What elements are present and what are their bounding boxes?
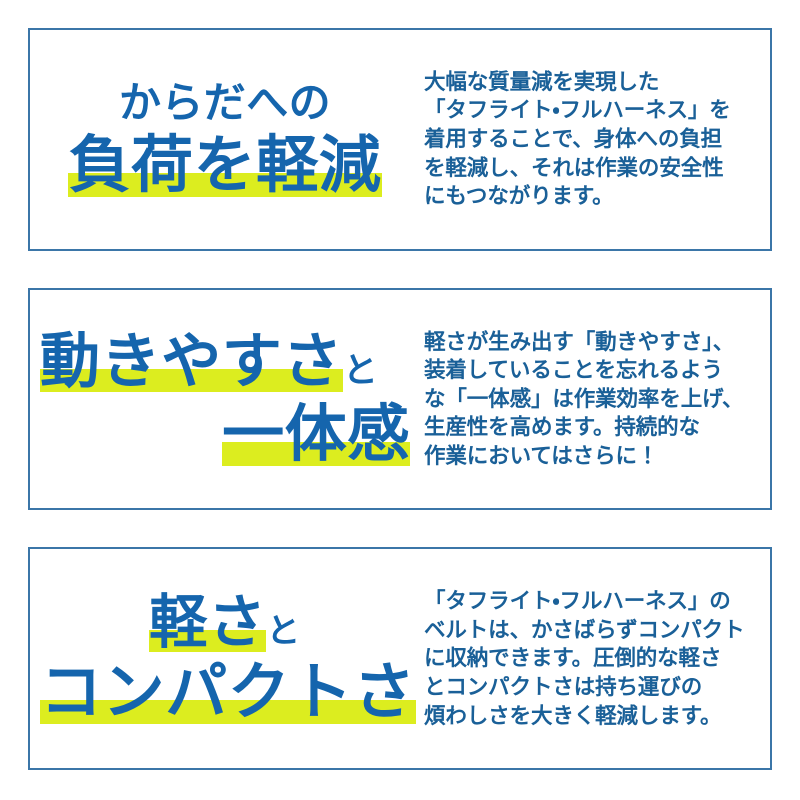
- highlight-bar: [68, 173, 382, 197]
- feature-card-light-compact: 軽さ と コンパクトさ 「タフライト・フルハーネス」の ベルトは、かさばらずコン…: [28, 547, 772, 771]
- body-line: 着用することで、身体への負担: [424, 127, 722, 152]
- body-line: な「一体感」は作業効率を上げ、: [424, 386, 744, 411]
- headline-block: 動きやすさ と 一体感: [30, 290, 416, 509]
- headline-line-1-text: 軽さ: [149, 589, 267, 655]
- highlight-bar: [40, 700, 416, 724]
- headline-line-2: コンパクトさ: [40, 661, 416, 724]
- headline-line-2-text: 一体感: [222, 400, 410, 469]
- body-line: 装着していることを忘れるよう: [424, 358, 723, 383]
- body-line: 「タフライト・フルハーネス」の: [424, 589, 731, 614]
- body-line: にもつながります。: [424, 184, 614, 209]
- body-text-block: 軽さが生み出す「動きやすさ」、 装着していることを忘れるよう な「一体感」は作業…: [416, 290, 770, 509]
- headline-line-1-particle: と: [266, 612, 301, 650]
- body-text-block: 大幅な質量減を実現した 「タフライト・フルハーネス」を 着用することで、身体への…: [416, 30, 770, 249]
- headline-block: 軽さ と コンパクトさ: [30, 549, 416, 768]
- highlight-bar: [40, 369, 343, 392]
- headline-line-1-text: 動きやすさ: [40, 328, 343, 395]
- headline-line-1: 動きやすさ と: [40, 332, 410, 392]
- headline-line-1: 軽さ と: [40, 593, 410, 652]
- headline-block: からだへの 負荷を軽減: [30, 30, 416, 249]
- highlight-bar: [222, 442, 410, 466]
- body-line: ベルトは、かさばらずコンパクト: [424, 617, 745, 642]
- body-line: 大幅な質量減を実現した: [424, 69, 660, 94]
- body-line: を軽減し、それは作業の安全性: [424, 155, 724, 180]
- body-line: に収納できます。圧倒的な軽さ: [424, 646, 722, 671]
- headline-line-2-text: 負荷を軽減: [68, 130, 382, 200]
- body-line: 作業においてはさらに！: [424, 443, 659, 468]
- body-line: 煩わしさを大きく軽減します。: [424, 703, 722, 728]
- body-text-block: 「タフライト・フルハーネス」の ベルトは、かさばらずコンパクト に収納できます。…: [416, 549, 770, 768]
- headline-line-2-text: コンパクトさ: [40, 657, 416, 727]
- headline-line-1-text: からだへの: [118, 78, 332, 126]
- headline-line-2: 負荷を軽減: [40, 134, 410, 197]
- body-line: とコンパクトさは持ち運びの: [424, 674, 703, 699]
- body-line: 「タフライト・フルハーネス」を: [424, 98, 731, 123]
- body-line: 生産性を高めます。持続的な: [424, 415, 700, 440]
- feature-card-load-reduction: からだへの 負荷を軽減 大幅な質量減を実現した 「タフライト・フルハーネス」を …: [28, 28, 772, 251]
- headline-line-1: からだへの: [40, 78, 410, 126]
- headline-line-2: 一体感: [40, 404, 410, 466]
- headline-line-1-particle: と: [343, 351, 379, 390]
- feature-card-mobility-unity: 動きやすさ と 一体感 軽さが生み出す「動きやすさ」、 装着していることを忘れる…: [28, 287, 772, 511]
- highlight-bar: [149, 629, 267, 652]
- body-line: 軽さが生み出す「動きやすさ」、: [424, 329, 735, 354]
